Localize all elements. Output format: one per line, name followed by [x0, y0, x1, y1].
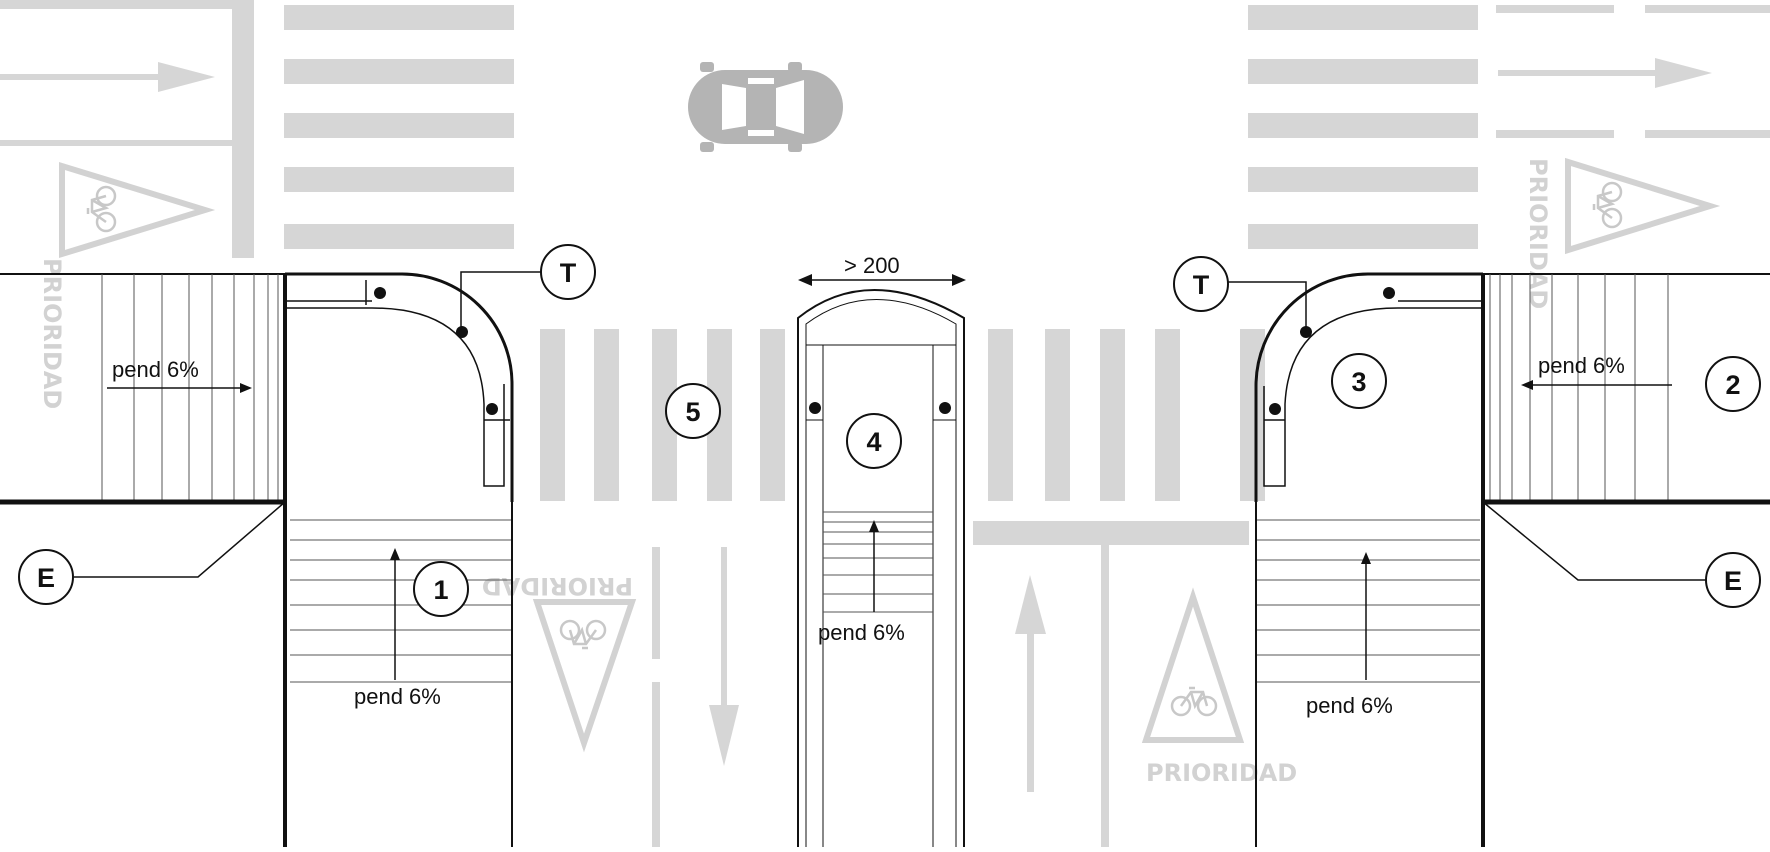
priority-sign — [1141, 587, 1245, 743]
crosswalk-left — [540, 329, 785, 501]
marker-3: 3 — [1331, 353, 1387, 409]
priority-label: PRIORIDAD — [482, 572, 633, 600]
car-icon — [688, 62, 843, 152]
marker-5: 5 — [665, 383, 721, 439]
svg-text:E: E — [37, 563, 55, 593]
callout-tactile-left: T — [540, 244, 596, 300]
median-island: > 200 — [797, 253, 966, 847]
svg-text:2: 2 — [1725, 370, 1740, 400]
left-sidewalk — [0, 272, 514, 847]
svg-text:E: E — [1724, 566, 1742, 596]
left-hatched-ramp — [101, 274, 279, 500]
arrow-icon — [1015, 575, 1046, 792]
median-ramp-lines — [823, 511, 933, 613]
arrow-icon — [709, 547, 739, 766]
lower-left-road-markings: PRIORIDAD — [482, 547, 739, 847]
upper-right-road-markings: PRIORIDAD — [1248, 5, 1770, 309]
svg-text:4: 4 — [866, 427, 881, 457]
svg-text:1: 1 — [433, 575, 448, 605]
marker-4: 4 — [846, 413, 902, 469]
callout-edge-left: E — [18, 549, 74, 605]
slope-label-right-ramp: pend 6% — [1538, 353, 1625, 378]
priority-sign — [59, 161, 216, 259]
crosswalk-right — [988, 329, 1265, 501]
upper-left-road-markings: PRIORIDAD — [0, 0, 514, 409]
bicycle-icon — [86, 185, 117, 233]
right-sidewalk — [1254, 272, 1770, 847]
svg-text:5: 5 — [685, 397, 700, 427]
bicycle-icon — [1170, 686, 1218, 717]
slope-label-median: pend 6% — [818, 620, 905, 645]
marker-2: 2 — [1705, 356, 1761, 412]
arrow-icon — [1498, 58, 1712, 88]
callout-edge-right: E — [1705, 552, 1761, 608]
width-dimension: > 200 — [798, 253, 966, 286]
marker-1: 1 — [413, 561, 469, 617]
priority-label: PRIORIDAD — [1524, 158, 1552, 309]
priority-sign — [1565, 157, 1721, 255]
width-label: > 200 — [844, 253, 900, 278]
priority-label: PRIORIDAD — [1146, 759, 1297, 787]
svg-text:3: 3 — [1351, 367, 1366, 397]
callout-tactile-right: T — [1173, 256, 1229, 312]
bottom-left-ramp-lines — [290, 519, 512, 683]
slope-label-bottom-left: pend 6% — [354, 684, 441, 709]
bicycle-icon — [559, 619, 607, 650]
svg-text:T: T — [1193, 270, 1210, 300]
right-hatched-ramp — [1489, 274, 1669, 500]
slope-arrows — [107, 380, 1672, 680]
callout-leaders — [74, 271, 1706, 581]
slope-label-bottom-right: pend 6% — [1306, 693, 1393, 718]
priority-label: PRIORIDAD — [38, 258, 66, 409]
bottom-right-ramp-lines — [1256, 519, 1480, 683]
slope-label-left-ramp: pend 6% — [112, 357, 199, 382]
svg-text:T: T — [560, 258, 577, 288]
priority-sign — [532, 599, 637, 753]
arrow-icon — [0, 62, 215, 92]
tactile-dots — [374, 287, 1395, 415]
lower-right-road-markings: PRIORIDAD — [973, 521, 1297, 847]
bicycle-icon — [1592, 181, 1623, 229]
